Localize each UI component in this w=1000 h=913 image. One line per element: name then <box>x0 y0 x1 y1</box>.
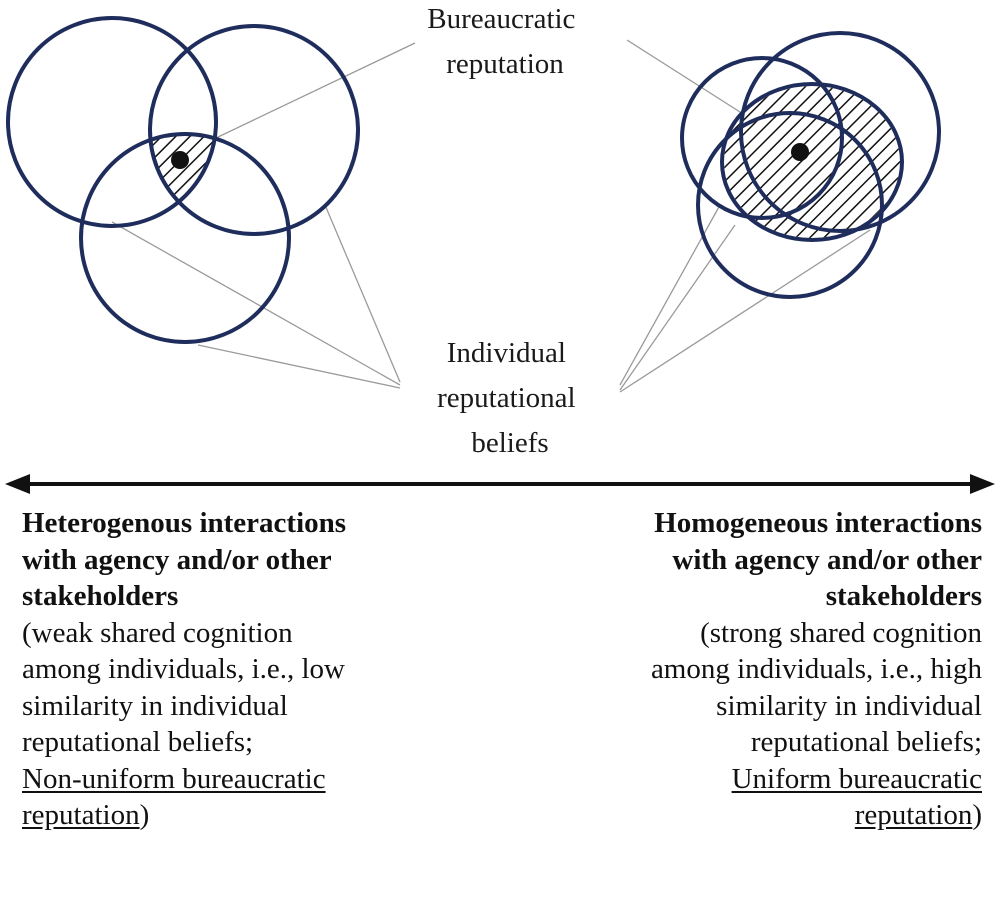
heading-line: Homogeneous interactions <box>654 507 982 539</box>
belief-circle <box>696 111 884 299</box>
belief-circle <box>79 132 291 344</box>
belief-circle <box>739 31 941 233</box>
leader-line <box>626 39 741 113</box>
left-venn <box>6 16 360 344</box>
underlined-line: reputation <box>22 799 140 831</box>
body-line: reputational beliefs; <box>750 726 982 758</box>
caption-body: (weak shared cognition among individuals… <box>22 615 492 834</box>
underlined-line: Uniform bureaucratic <box>731 762 982 795</box>
label-individual-beliefs: Individual reputational beliefs <box>437 337 583 459</box>
leader-line <box>619 224 736 391</box>
heading-line: stakeholders <box>22 580 179 612</box>
caption-heterogeneous: Heterogenous interactions with agency an… <box>22 505 492 834</box>
leader-line <box>194 42 416 149</box>
leader-line <box>111 221 401 386</box>
right-venn <box>680 31 941 299</box>
heading-line: stakeholders <box>825 580 982 612</box>
belief-circle <box>148 24 360 236</box>
heading-line: with agency and/or other <box>22 543 332 576</box>
caption-heading: Heterogenous interactions with agency an… <box>22 505 492 615</box>
arrow-head-right <box>970 474 995 494</box>
underlined-line: Non-uniform bureaucratic <box>22 762 326 795</box>
belief-circle <box>680 56 844 220</box>
body-line: reputational beliefs; <box>22 726 254 758</box>
leader-line <box>324 204 401 383</box>
body-line: among individuals, i.e., high <box>650 653 982 685</box>
belief-circle <box>720 82 904 242</box>
heading-line: Heterogenous interactions <box>22 507 347 539</box>
caption-heading: Homogeneous interactions with agency and… <box>512 505 982 615</box>
caption-body: (strong shared cognition among individua… <box>512 615 982 834</box>
heading-line: with agency and/or other <box>672 543 982 576</box>
closing-paren: ) <box>972 799 982 831</box>
body-line: similarity in individual <box>716 689 982 722</box>
body-line: among individuals, i.e., low <box>22 653 345 685</box>
arrow-head-left <box>5 474 30 494</box>
closing-paren: ) <box>139 799 150 831</box>
body-line: (strong shared cognition <box>700 616 982 649</box>
reputation-dot-left <box>171 151 189 169</box>
leader-line <box>197 344 401 389</box>
belief-circle <box>6 16 218 228</box>
body-line: (weak shared cognition <box>22 616 293 649</box>
leader-line <box>619 204 721 386</box>
leader-lines-left <box>111 42 416 389</box>
caption-homogeneous: Homogeneous interactions with agency and… <box>512 505 982 834</box>
label-bureaucratic-reputation: Bureaucratic reputation <box>427 3 582 80</box>
underlined-line: reputation <box>854 799 973 831</box>
leader-line <box>619 229 871 393</box>
body-line: similarity in individual <box>22 689 288 722</box>
spectrum-arrow <box>5 474 995 494</box>
reputation-dot-right <box>791 143 809 161</box>
